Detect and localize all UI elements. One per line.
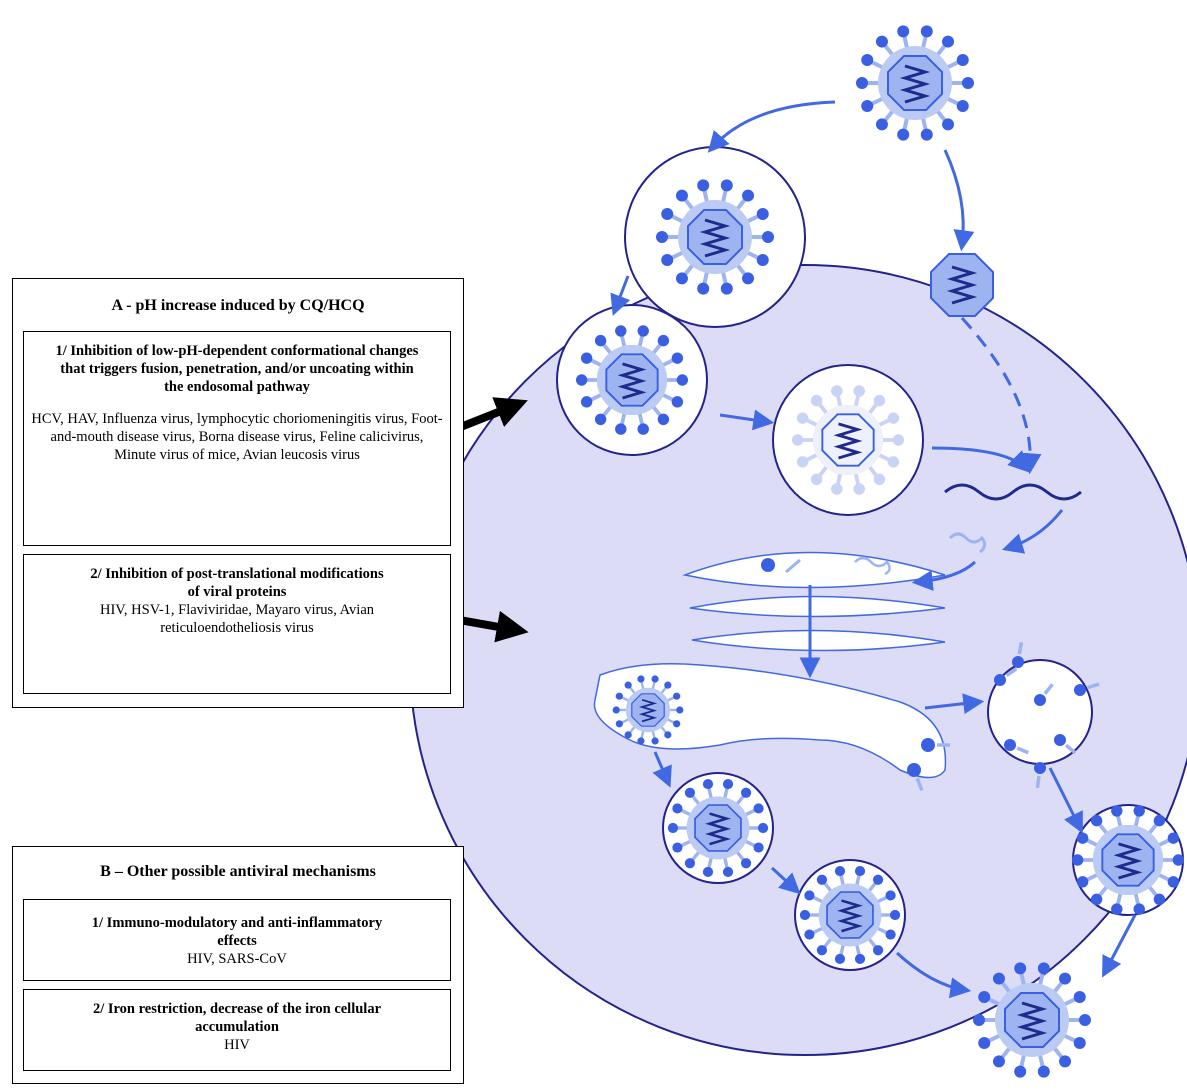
virus-secretory [667, 778, 769, 878]
membrane-protein [1054, 734, 1077, 755]
section-b-item-1: 1/ Immuno-modulatory and anti-inflammato… [23, 899, 451, 981]
endoplasmic-reticulum [682, 551, 946, 652]
section-a-item-1-title: 1/ Inhibition of low-pH-dependent confor… [55, 343, 419, 395]
virus-exocytosis [799, 865, 901, 965]
vesicle-spikes [907, 641, 1100, 792]
rna-fragment [948, 532, 987, 554]
virus-particles [575, 25, 1185, 1078]
membrane-protein [994, 667, 1018, 686]
section-a-item-2-title: 2/ Inhibition of post-translational modi… [90, 566, 384, 600]
membrane-protein [1012, 641, 1024, 668]
membrane-protein [1004, 739, 1030, 755]
released-capsid [930, 253, 994, 317]
section-b-item-1-title: 1/ Immuno-modulatory and anti-inflammato… [91, 915, 383, 949]
section-a-item-1-viruses: HCV, HAV, Influenza virus, lymphocytic c… [31, 411, 443, 463]
section-b-item-2-viruses: HIV [224, 1037, 250, 1053]
virus-uncoating [791, 385, 905, 495]
section-b-item-2-title: 2/ Iron restriction, decrease of the iro… [92, 1001, 382, 1035]
section-b-item-2: 2/ Iron restriction, decrease of the iro… [23, 989, 451, 1071]
membrane-protein [921, 738, 950, 752]
section-a-title: A - pH increase induced by CQ/HCQ [111, 297, 365, 314]
virus-in-vesicle [656, 179, 774, 295]
section-a-box: A - pH increase induced by CQ/HCQ 1/ Inh… [12, 278, 464, 708]
viral-rna [944, 483, 1082, 501]
section-a-item-1: 1/ Inhibition of low-pH-dependent confor… [23, 331, 451, 546]
protein-stub [785, 558, 801, 574]
virus-released [973, 962, 1091, 1078]
membrane-protein [1074, 682, 1100, 696]
ribosome-dot [761, 558, 775, 572]
section-b-title: B – Other possible antiviral mechanisms [100, 863, 376, 880]
dashed-pathway-arrow [960, 316, 1042, 475]
section-b-box: B – Other possible antiviral mechanisms … [12, 846, 464, 1084]
virus-budding [1071, 805, 1185, 915]
membrane-protein [1034, 683, 1054, 706]
virus-extracellular [856, 25, 974, 141]
membrane-protein [907, 763, 924, 792]
virus-assembling [612, 675, 684, 745]
section-b-item-1-viruses: HIV, SARS-CoV [187, 951, 287, 967]
membrane-protein [1034, 762, 1046, 789]
pathway-arrows [610, 100, 1137, 999]
rna-fragment-er [854, 556, 891, 576]
section-a-item-2: 2/ Inhibition of post-translational modi… [23, 554, 451, 694]
section-a-item-2-viruses: HIV, HSV-1, Flaviviridae, Mayaro virus, … [100, 602, 374, 636]
virus-early-endosome [575, 325, 689, 435]
